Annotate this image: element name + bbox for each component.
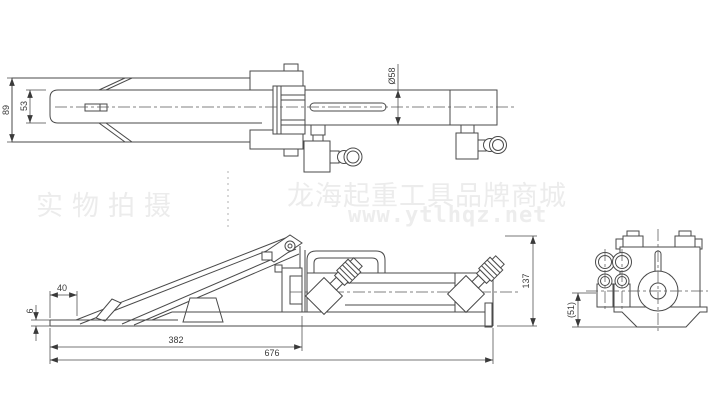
dim-overall-length-676: 676: [264, 348, 279, 358]
watermark-dotted-divider: [227, 171, 229, 227]
end-view-drawing: [586, 229, 708, 333]
dim-toe-thickness-6: 6: [25, 308, 35, 313]
end-view-dimensions: (51): [566, 292, 637, 328]
top-view-drawing: [11, 63, 516, 173]
dim-cylinder-diameter-58: Ø58: [387, 67, 397, 84]
watermark-photo-text: 实物拍摄: [36, 191, 180, 221]
dim-overall-height-137: 137: [521, 273, 531, 288]
side-view-dimensions: 40 6 382 676 137: [25, 235, 537, 364]
dim-overall-height-89: 89: [1, 105, 11, 115]
top-view-dimensions: 89 53 Ø58: [1, 64, 401, 143]
dim-toe-length-40: 40: [57, 283, 67, 293]
watermark-brand-text: 龙海起重工具品牌商城: [287, 181, 567, 211]
side-view-drawing: [49, 234, 519, 328]
watermark-url-text: www.ytlhqz.net: [348, 203, 548, 228]
dim-base-length-382: 382: [168, 335, 183, 345]
dim-port-offset-51: (51): [566, 302, 576, 318]
dim-rod-height-53: 53: [19, 101, 29, 111]
